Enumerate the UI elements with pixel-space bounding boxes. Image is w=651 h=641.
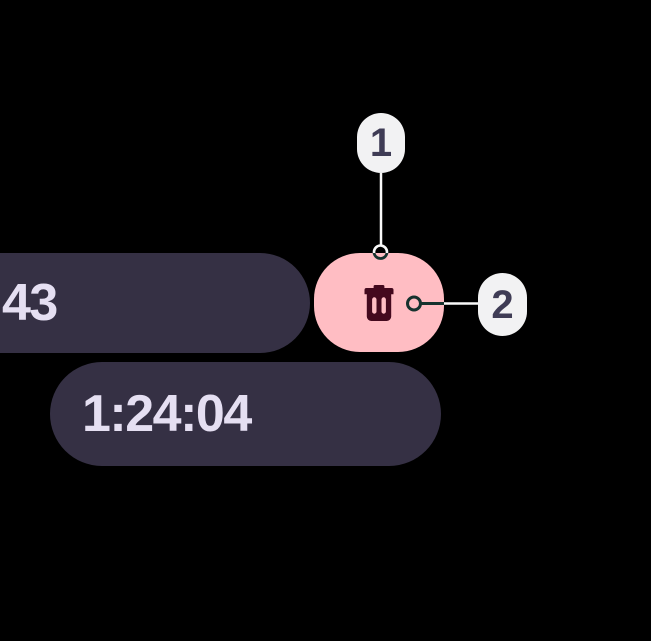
elapsed-time-text: 1:24:04 [82, 385, 252, 443]
trash-icon [364, 284, 394, 321]
callout-badge-2: 2 [478, 273, 527, 336]
delete-lap-button[interactable] [314, 253, 444, 352]
callout-1-connector [372, 173, 389, 260]
lap-time-text: 43 [2, 274, 58, 332]
callout-1-label: 1 [369, 121, 393, 165]
callout-badge-1: 1 [357, 113, 405, 173]
lap-time-pill: 43 [0, 253, 310, 353]
elapsed-time-pill: 1:24:04 [50, 362, 441, 466]
callout-2-label: 2 [491, 282, 514, 327]
